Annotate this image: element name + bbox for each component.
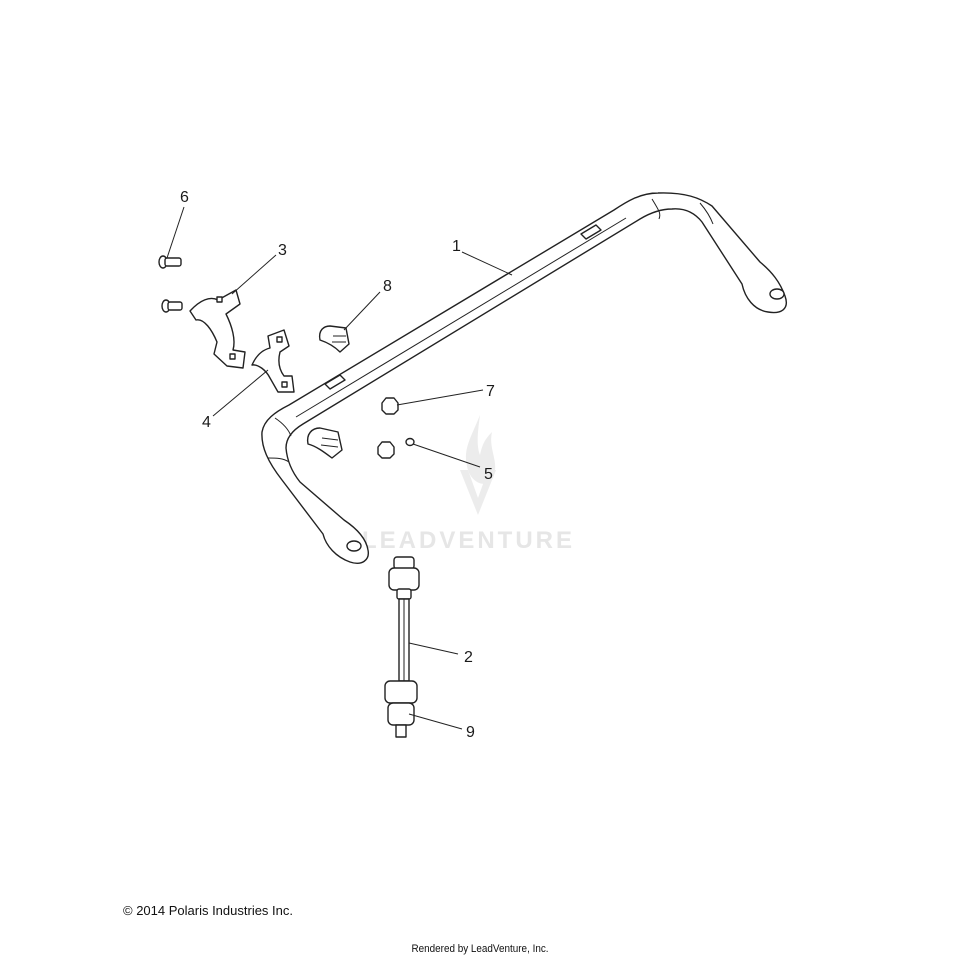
- leader-9: [408, 713, 463, 730]
- bushing-8b: [306, 427, 343, 459]
- leader-1: [461, 251, 513, 276]
- leader-7: [396, 389, 484, 406]
- callout-1: 1: [452, 238, 461, 255]
- callout-8: 8: [383, 278, 392, 295]
- nut-7b: [377, 441, 395, 459]
- leader-3: [231, 254, 277, 295]
- rendered-by-text: Rendered by LeadVenture, Inc.: [411, 943, 549, 955]
- washer-5: [405, 437, 415, 447]
- callout-5: 5: [484, 466, 493, 483]
- leader-2: [408, 642, 459, 655]
- callout-3: 3: [278, 242, 287, 259]
- watermark-text: LEADVENTURE: [362, 527, 575, 554]
- flame-logo-icon: [460, 415, 496, 515]
- callout-7: 7: [486, 383, 495, 400]
- clamp-bracket-4: [251, 329, 295, 393]
- stabilizer-link: [384, 556, 420, 738]
- callout-9: 9: [466, 724, 475, 741]
- callout-2: 2: [464, 649, 473, 666]
- bar-end-eye-right: [769, 288, 785, 300]
- leader-5: [412, 443, 481, 468]
- leadventure-watermark: LEADVENTURE: [362, 415, 575, 554]
- callout-6: 6: [180, 189, 189, 206]
- callout-4: 4: [202, 414, 211, 431]
- leader-6: [166, 206, 185, 259]
- copyright-text: © 2014 Polaris Industries Inc.: [123, 903, 293, 918]
- bushing-8: [318, 325, 350, 353]
- nut-7: [381, 397, 399, 415]
- bolt-6b: [161, 299, 183, 313]
- bolt-6: [158, 255, 182, 269]
- bar-end-eye-left: [346, 540, 362, 552]
- leader-4: [212, 369, 269, 417]
- clamp-bracket-3: [189, 289, 246, 369]
- stabilizer-bar: [261, 192, 787, 564]
- leader-8: [343, 291, 381, 331]
